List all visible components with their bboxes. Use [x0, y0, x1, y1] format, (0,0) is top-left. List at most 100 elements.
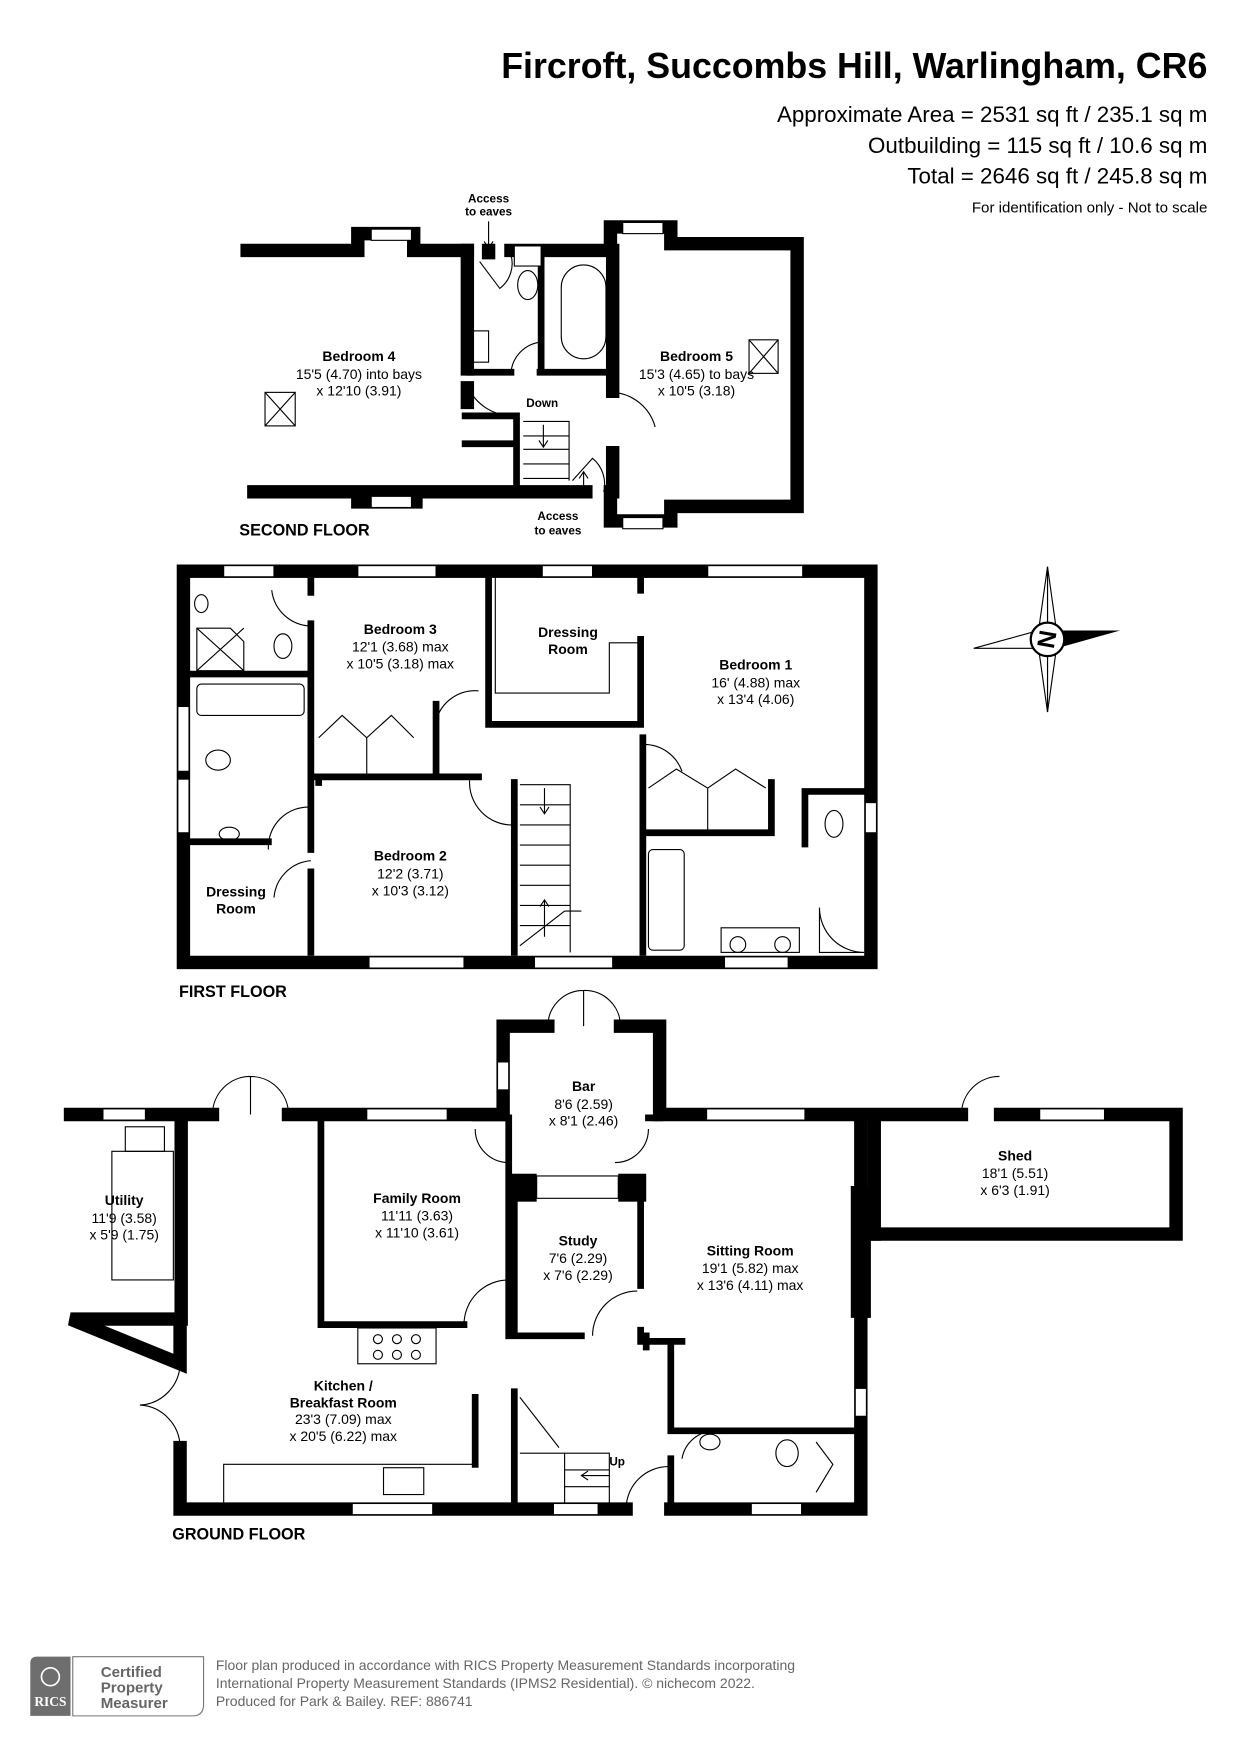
window: [351, 1502, 434, 1516]
window: [552, 1502, 599, 1516]
room-dimensions: 23'3 (7.09) max: [295, 1411, 392, 1427]
room-dimensions: 15'3 (4.65) to bays: [639, 366, 754, 382]
total-area: Total = 2646 sq ft / 245.8 sq m: [907, 163, 1207, 188]
access-to-eaves-label: Access: [537, 510, 579, 523]
ground-floor: Utility 11'9 (3.58) x 5'9 (1.75) Family …: [63, 989, 1183, 1543]
room-dimensions: x 8'1 (2.46): [549, 1113, 618, 1129]
basin-icon: [194, 594, 209, 614]
window: [177, 778, 190, 834]
toilet-icon: [273, 633, 293, 659]
window: [707, 565, 804, 578]
room-name: Utility: [105, 1192, 144, 1208]
toilet-icon: [775, 1439, 799, 1468]
room-dimensions: x 20'5 (6.22) max: [290, 1428, 397, 1444]
double-basin-icon: [720, 927, 800, 953]
room-name: Dressing: [206, 884, 266, 900]
basin-icon: [218, 826, 240, 842]
room-name: Room: [548, 641, 588, 657]
staircase: [523, 420, 570, 481]
window: [102, 1108, 146, 1121]
room-name: Bedroom 2: [374, 848, 447, 864]
shower-icon: [818, 907, 865, 953]
basin-icon: [470, 330, 490, 363]
room-dimensions: 11'9 (3.58): [92, 1210, 157, 1226]
room-name: Bedroom 3: [364, 621, 437, 637]
approximate-area: Approximate Area = 2531 sq ft / 235.1 sq…: [777, 102, 1207, 127]
floor-label: FIRST FLOOR: [179, 983, 287, 1001]
window: [357, 565, 437, 578]
room-dimensions: x 13'6 (4.11) max: [697, 1277, 803, 1293]
cistern: [513, 245, 542, 267]
room-name: Breakfast Room: [290, 1394, 397, 1410]
door-swings: [267, 590, 683, 898]
access-to-eaves-label: Access: [468, 192, 510, 205]
window: [496, 1061, 510, 1091]
room-dimensions: 16' (4.88) max: [711, 674, 800, 690]
window: [370, 228, 413, 241]
room-name: Bedroom 4: [322, 348, 395, 364]
room-name: Dressing: [538, 624, 598, 640]
sink-icon: [382, 1467, 425, 1496]
window: [854, 1387, 867, 1417]
footer-line: Produced for Park & Bailey. REF: 886741: [216, 1693, 473, 1709]
basin-icon: [699, 1433, 721, 1451]
access-to-eaves-label: to eaves: [534, 524, 581, 537]
door-swings: [139, 989, 1000, 1510]
room-name: Room: [216, 900, 256, 916]
room-dimensions: x 10'5 (3.18) max: [347, 655, 454, 671]
access-to-eaves-label: to eaves: [465, 206, 512, 219]
bath-icon: [647, 848, 685, 951]
room-name: Sitting Room: [707, 1242, 794, 1258]
room-dimensions: 12'2 (3.71): [377, 866, 443, 882]
window: [723, 956, 789, 969]
room-name: Bedroom 5: [660, 348, 733, 364]
floor-label: GROUND FLOOR: [172, 1525, 305, 1543]
window: [706, 1108, 806, 1121]
room-name: Study: [559, 1232, 598, 1248]
outbuilding-area: Outbuilding = 115 sq ft / 10.6 sq m: [868, 133, 1207, 158]
room-dimensions: x 13'4 (4.06): [717, 691, 794, 707]
skylight-icon: [748, 339, 779, 374]
door-swings: [466, 254, 656, 492]
room-dimensions: 12'1 (3.68) max: [352, 639, 449, 655]
toilet-icon: [517, 269, 539, 301]
compass-rose-icon: N: [973, 566, 1121, 713]
room-dimensions: 18'1 (5.51): [982, 1165, 1048, 1181]
scale-note: For identification only - Not to scale: [972, 199, 1207, 216]
footer: RICS Certified Property Measurer Floor p…: [30, 1656, 795, 1717]
room-dimensions: 7'6 (2.29): [549, 1250, 608, 1266]
room-dimensions: 8'6 (2.59): [554, 1096, 613, 1112]
certified-label: Property: [101, 1679, 164, 1696]
stairs-up-label: Up: [609, 1455, 625, 1468]
room-dimensions: x 12'10 (3.91): [316, 383, 401, 399]
shower-icon: [196, 627, 245, 672]
window: [370, 495, 413, 509]
certified-label: Certified: [101, 1664, 162, 1681]
rics-logo-text: RICS: [34, 1694, 66, 1709]
room-dimensions: 19'1 (5.82) max: [702, 1260, 799, 1276]
window: [366, 1108, 448, 1121]
room-name: Kitchen /: [314, 1378, 373, 1394]
property-title: Fircroft, Succombs Hill, Warlingham, CR6: [501, 46, 1207, 86]
second-floor: Access to eaves Access to eaves Down Bed…: [239, 192, 804, 539]
window: [223, 565, 275, 578]
footer-line: International Property Measurement Stand…: [216, 1675, 755, 1691]
room-dimensions: x 11'10 (3.61): [375, 1224, 459, 1240]
window: [541, 565, 594, 578]
floor-label: SECOND FLOOR: [239, 521, 370, 539]
certified-label: Measurer: [101, 1695, 168, 1712]
room-dimensions: 15'5 (4.70) into bays: [296, 366, 422, 382]
compass-north-label: N: [1033, 628, 1063, 650]
footer-line: Floor plan produced in accordance with R…: [216, 1657, 795, 1673]
toilet-icon: [824, 809, 844, 838]
first-floor: Bedroom 3 12'1 (3.68) max x 10'5 (3.18) …: [176, 564, 878, 1001]
room-dimensions: x 7'6 (2.29): [543, 1267, 612, 1283]
window: [177, 705, 190, 772]
room-dimensions: x 6'3 (1.91): [980, 1182, 1049, 1198]
room-name: Bedroom 1: [719, 657, 792, 673]
window: [622, 516, 664, 530]
stairs-down-label: Down: [526, 397, 558, 410]
room-dimensions: x 10'5 (3.18): [658, 383, 735, 399]
staircase: [519, 1396, 610, 1504]
toilet-icon: [205, 749, 231, 771]
